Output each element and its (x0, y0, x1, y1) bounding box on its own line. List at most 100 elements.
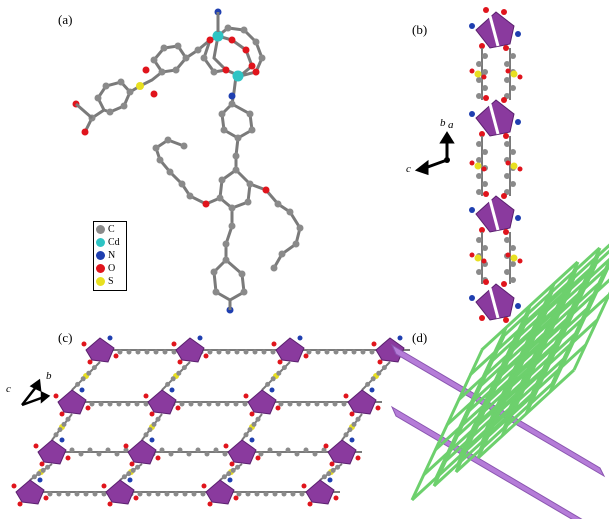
atom (515, 31, 521, 37)
carbon-atom (182, 491, 188, 497)
atom (483, 279, 489, 285)
green-net-edge (488, 343, 587, 435)
carbon-atom (197, 401, 203, 407)
carbon-atom (224, 401, 230, 407)
sulfur-atom (510, 162, 518, 170)
cd-polyhedron (247, 389, 277, 415)
green-net-edge (476, 368, 576, 460)
legend-text-s: S (108, 276, 114, 287)
carbon-atom (216, 349, 222, 355)
carbon-atom (504, 77, 510, 83)
carbon-atom (204, 451, 210, 457)
panel-label-d: (d) (412, 330, 428, 345)
carbon-atom (476, 237, 482, 243)
atom (479, 315, 485, 321)
carbon-atom (504, 141, 510, 147)
carbon-atom (56, 491, 62, 497)
carbon-atom (341, 401, 347, 407)
atom (501, 9, 507, 15)
atom (479, 131, 485, 137)
carbon-atom (245, 491, 251, 497)
carbon-atom (510, 245, 516, 251)
legend-item-cd: Cd (96, 236, 126, 249)
carbon-atom (476, 141, 482, 147)
carbon-atom (482, 149, 488, 155)
carbon-atom (234, 349, 240, 355)
carbon-atom (287, 401, 293, 407)
carbon-atom (215, 401, 221, 407)
carbon-atom (89, 401, 95, 407)
carbon-atom (65, 491, 71, 497)
sulfur-atom (474, 254, 482, 262)
carbon-atom (315, 349, 321, 355)
panel-label-b: (b) (412, 22, 428, 37)
green-net-edge (511, 293, 609, 385)
legend-item-c: C (96, 223, 126, 236)
carbon-atom (162, 349, 168, 355)
carbon-atom (117, 349, 123, 355)
carbon-atom (476, 157, 482, 163)
carbon-atom (510, 85, 516, 91)
carbon-atom (123, 447, 129, 453)
carbon-atom (177, 447, 183, 453)
atom (469, 207, 475, 213)
green-net-edge (489, 307, 588, 399)
carbon-atom (482, 85, 488, 91)
carbon-atom (306, 349, 312, 355)
axis-label-b-1: b (440, 117, 446, 129)
carbon-atom (342, 349, 348, 355)
atom (515, 215, 521, 221)
carbon-atom (126, 349, 132, 355)
purple-layer (390, 405, 583, 519)
carbon-atom (476, 77, 482, 83)
atom (479, 43, 485, 49)
green-net-edge (550, 258, 609, 385)
carbon-atom (137, 491, 143, 497)
carbon-atom (135, 349, 141, 355)
carbon-atom (188, 401, 194, 407)
legend-item-o: O (96, 262, 126, 275)
element-legend: C Cd N O S (93, 221, 127, 291)
green-net-edge (524, 243, 609, 324)
carbon-atom (333, 349, 339, 355)
cd-polyhedron (15, 479, 45, 505)
atom (503, 45, 509, 51)
cd-polyhedron (327, 439, 357, 465)
carbon-atom (351, 349, 357, 355)
legend-text-n: N (108, 250, 116, 261)
legend-item-s: S (96, 275, 126, 288)
carbon-atom (510, 261, 516, 267)
legend-text-cd: Cd (108, 237, 120, 248)
carbon-atom (144, 349, 150, 355)
legend-text-c: C (108, 224, 115, 235)
carbon-atom (476, 61, 482, 67)
carbon-atom (195, 447, 201, 453)
carbon-atom (482, 181, 488, 187)
carbon-atom (254, 491, 260, 497)
axis-origin-b (444, 157, 450, 163)
carbon-atom (213, 447, 219, 453)
legend-text-o: O (108, 263, 116, 274)
carbon-atom (276, 451, 282, 457)
panel-label-a: (a) (58, 12, 73, 27)
carbon-atom (296, 401, 302, 407)
carbon-atom (74, 491, 80, 497)
sulfur-atom (474, 162, 482, 170)
carbon-atom (200, 491, 206, 497)
carbon-atom (290, 491, 296, 497)
cd-polyhedron (205, 479, 235, 505)
carbon-atom (299, 491, 305, 497)
cd-polyhedron (147, 389, 177, 415)
atom (469, 111, 475, 117)
carbon-atom (164, 491, 170, 497)
carbon-atom (153, 349, 159, 355)
legend-swatch-n (96, 251, 105, 260)
carbon-atom (69, 447, 75, 453)
carbon-atom (285, 447, 291, 453)
atom (503, 133, 509, 139)
carbon-atom (476, 93, 482, 99)
carbon-atom (114, 451, 120, 457)
green-net-edge (528, 247, 602, 399)
